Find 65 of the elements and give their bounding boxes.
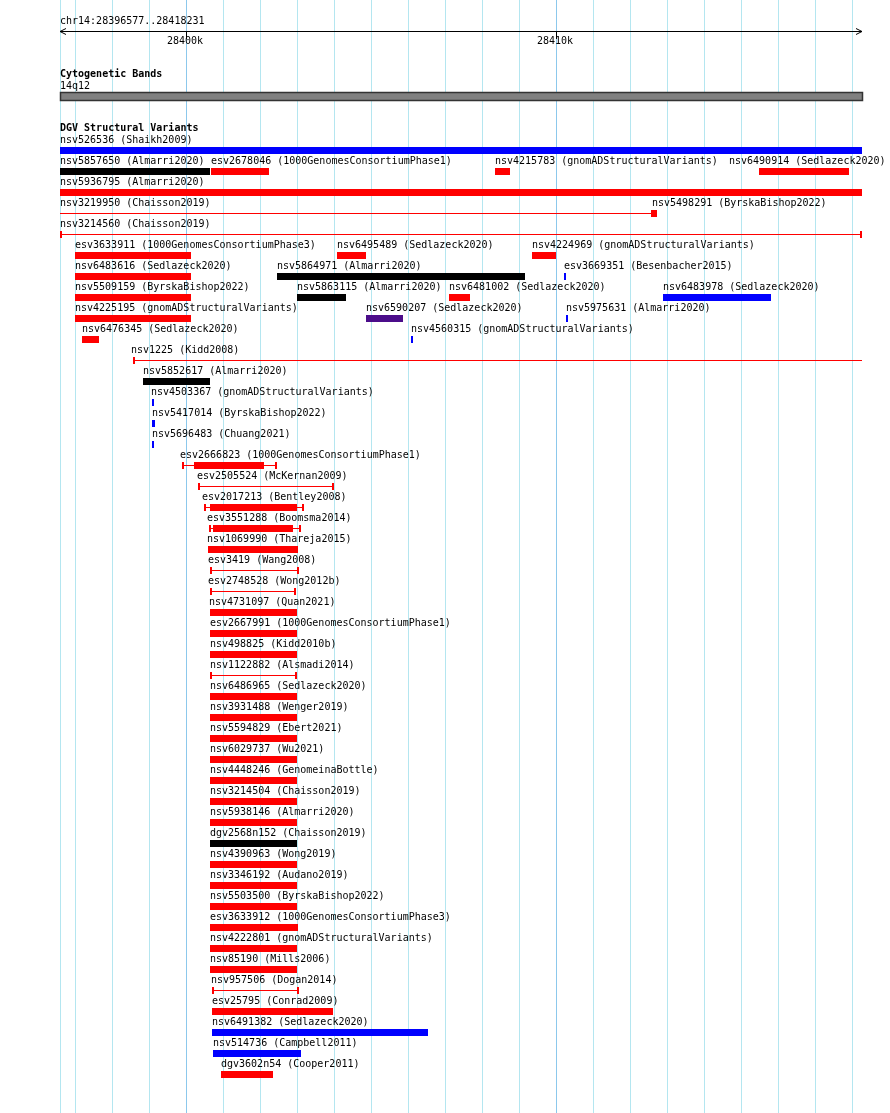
variant-label: nsv6483978 (Sedlazeck2020) [663, 281, 820, 293]
variant-label: nsv6029737 (Wu2021) [210, 743, 325, 755]
variant-label: nsv5417014 (ByrskaBishop2022) [152, 407, 327, 419]
variant-label: nsv514736 (Campbell2011) [213, 1037, 358, 1049]
variant-label: nsv6483616 (Sedlazeck2020) [75, 260, 232, 272]
variant-label: dgv3602n54 (Cooper2011) [221, 1058, 360, 1070]
variant-label: nsv5936795 (Almarri2020) [60, 176, 205, 188]
variant-label: esv2666823 (1000GenomesConsortiumPhase1) [180, 449, 421, 461]
tick-label: 28410k [537, 35, 574, 47]
variant-label: nsv4222801 (gnomADStructuralVariants) [210, 932, 433, 944]
variant-label: nsv1122882 (Alsmadi2014) [210, 659, 355, 671]
variant-label: nsv1225 (Kidd2008) [131, 344, 240, 356]
track-title: Cytogenetic Bands [60, 68, 163, 80]
variant-label: dgv2568n152 (Chaisson2019) [210, 827, 367, 839]
position-label: chr14:28396577..28418231 [60, 15, 205, 27]
variant-label: esv3669351 (Besenbacher2015) [564, 260, 733, 272]
variant-label: nsv1069990 (Thareja2015) [207, 533, 352, 545]
variant-label: nsv5503500 (ByrskaBishop2022) [210, 890, 385, 902]
variant-label: nsv498825 (Kidd2010b) [210, 638, 337, 650]
variant-label: nsv6590207 (Sedlazeck2020) [366, 302, 523, 314]
variant-label: nsv5509159 (ByrskaBishop2022) [75, 281, 250, 293]
variant-label: nsv6481002 (Sedlazeck2020) [449, 281, 606, 293]
variant-label: nsv3214504 (Chaisson2019) [210, 785, 361, 797]
variant-label: nsv5852617 (Almarri2020) [143, 365, 288, 377]
variant-label: esv2505524 (McKernan2009) [197, 470, 348, 482]
variant-label: nsv6490914 (Sedlazeck2020) [729, 155, 886, 167]
variant-label: nsv4503367 (gnomADStructuralVariants) [151, 386, 374, 398]
variant-label: esv3633912 (1000GenomesConsortiumPhase3) [210, 911, 451, 923]
variant-label: nsv4390963 (Wong2019) [210, 848, 337, 860]
variant-label: nsv6495489 (Sedlazeck2020) [337, 239, 494, 251]
variant-label: nsv5863115 (Almarri2020) [297, 281, 442, 293]
variant-label: esv25795 (Conrad2009) [212, 995, 339, 1007]
band-label: 14q12 [60, 80, 91, 92]
variant-label: nsv3931488 (Wenger2019) [210, 701, 349, 713]
variant-label: nsv3214560 (Chaisson2019) [60, 218, 211, 230]
variant-label: nsv5696483 (Chuang2021) [152, 428, 291, 440]
variant-label: nsv5938146 (Almarri2020) [210, 806, 355, 818]
variant-label: nsv85190 (Mills2006) [210, 953, 331, 965]
variant-label: nsv957506 (Dogan2014) [211, 974, 338, 986]
variant-label: esv2667991 (1000GenomesConsortiumPhase1) [210, 617, 451, 629]
variant-label: nsv4224969 (gnomADStructuralVariants) [532, 239, 755, 251]
variant-label: nsv4731097 (Quan2021) [209, 596, 336, 608]
variant-label: nsv3219950 (Chaisson2019) [60, 197, 211, 209]
variant-label: esv2678046 (1000GenomesConsortiumPhase1) [211, 155, 452, 167]
variant-label: nsv3346192 (Audano2019) [210, 869, 349, 881]
variant-label: nsv4215783 (gnomADStructuralVariants) [495, 155, 718, 167]
variant-label: nsv6486965 (Sedlazeck2020) [210, 680, 367, 692]
variant-label: esv2748528 (Wong2012b) [208, 575, 341, 587]
variant-label: nsv4560315 (gnomADStructuralVariants) [411, 323, 634, 335]
variant-label: nsv5857650 (Almarri2020) [60, 155, 205, 167]
variant-label: nsv6491382 (Sedlazeck2020) [212, 1016, 369, 1028]
variant-label: esv3633911 (1000GenomesConsortiumPhase3) [75, 239, 316, 251]
variant-label: esv2017213 (Bentley2008) [202, 491, 347, 503]
variant-label: nsv4225195 (gnomADStructuralVariants) [75, 302, 298, 314]
variant-label: nsv5975631 (Almarri2020) [566, 302, 711, 314]
variant-label: esv3551288 (Boomsma2014) [207, 512, 352, 524]
variant-label: nsv5594829 (Ebert2021) [210, 722, 343, 734]
track-title: DGV Structural Variants [60, 122, 199, 134]
variant-label: esv3419 (Wang2008) [208, 554, 317, 566]
variant-label: nsv5864971 (Almarri2020) [277, 260, 422, 272]
tick-label: 28400k [167, 35, 204, 47]
variant-label: nsv4448246 (GenomeinaBottle) [210, 764, 379, 776]
variant-label: nsv6476345 (Sedlazeck2020) [82, 323, 239, 335]
variant-label: nsv526536 (Shaikh2009) [60, 134, 193, 146]
variant-label: nsv5498291 (ByrskaBishop2022) [652, 197, 827, 209]
